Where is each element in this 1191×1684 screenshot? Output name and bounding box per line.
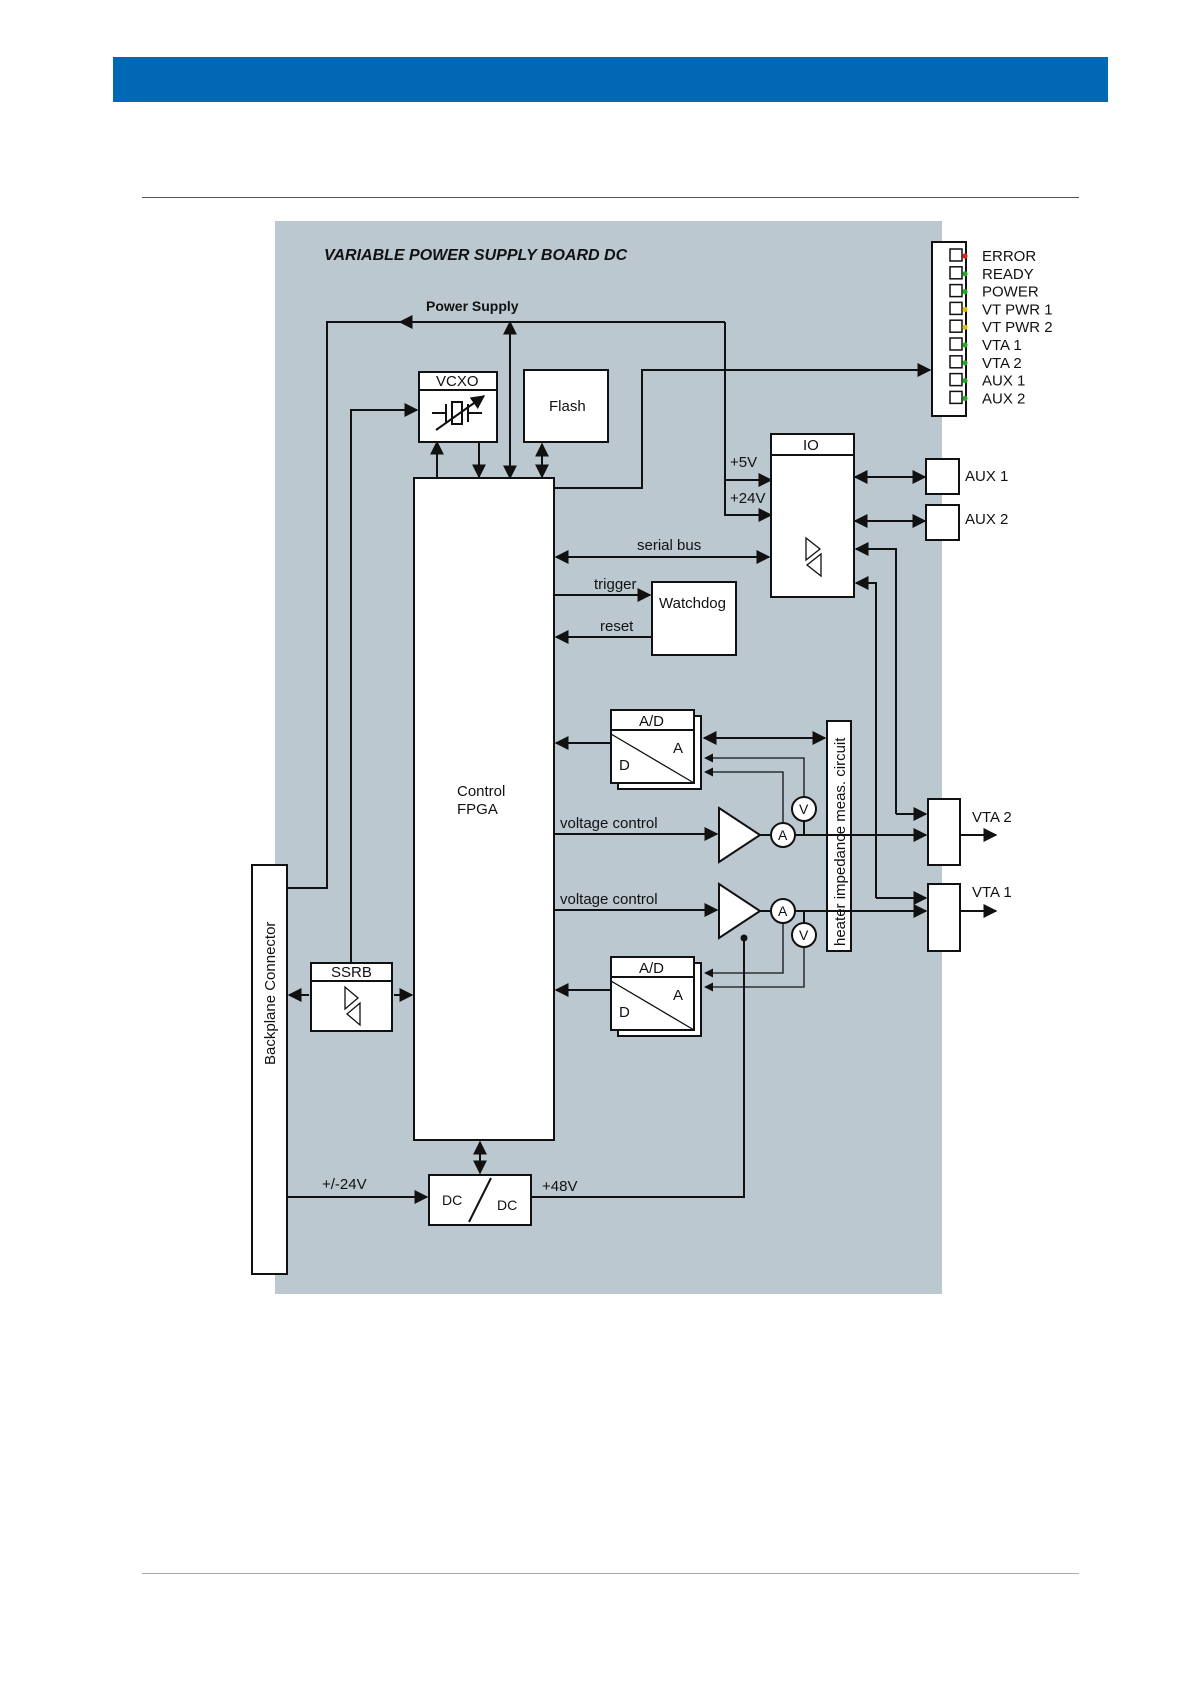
plus48v-line — [531, 938, 745, 1198]
svg-text:A/D: A/D — [639, 960, 664, 977]
led-label-1: ERROR — [982, 248, 1036, 265]
aux2-label: AUX 2 — [965, 511, 1008, 528]
aux1-connector — [925, 458, 960, 495]
led-socket-3 — [949, 283, 963, 298]
led-label-5: VT PWR 2 — [982, 319, 1053, 336]
led-label-9: AUX 2 — [982, 390, 1025, 407]
led-label-4: VT PWR 1 — [982, 301, 1053, 318]
led-socket-8 — [949, 372, 963, 387]
led-indicator-9 — [962, 395, 968, 401]
header-bar — [113, 57, 1108, 102]
led-label-2: READY — [982, 266, 1034, 283]
led-label-8: AUX 1 — [982, 373, 1025, 390]
ad-converter-bottom — [610, 956, 695, 1031]
svg-text:V: V — [799, 801, 809, 817]
vta1-connector — [927, 883, 961, 952]
watchdog-box — [651, 581, 737, 656]
led-label-3: POWER — [982, 284, 1039, 301]
led-socket-6 — [949, 337, 963, 351]
amplifier-2 — [718, 882, 762, 940]
led-label-6: VTA 1 — [982, 337, 1022, 354]
svg-text:A/D: A/D — [639, 713, 664, 730]
svg-text:A: A — [778, 827, 788, 843]
io-driver-icon — [805, 536, 822, 578]
svg-text:V: V — [799, 927, 809, 943]
vta2-label: VTA 2 — [972, 809, 1012, 826]
amplifier-1 — [718, 806, 762, 864]
power-to-io — [724, 322, 773, 522]
heater-circuit-label: heater impedance meas. circuit — [832, 737, 849, 946]
backplane-connector — [251, 864, 288, 1275]
flash-label: Flash — [549, 398, 586, 415]
led-indicator-3 — [962, 289, 968, 295]
trigger-label: trigger — [594, 576, 637, 593]
led-label-7: VTA 2 — [982, 355, 1022, 372]
plus5v-label: +5V — [730, 454, 757, 471]
ssrb-label: SSRB — [331, 964, 372, 981]
led-indicator-6 — [962, 342, 968, 348]
pm24v-label: +/-24V — [322, 1176, 367, 1193]
watchdog-label: Watchdog — [659, 595, 726, 612]
svg-text:D: D — [619, 757, 630, 774]
vcxo-control-line — [350, 403, 419, 966]
ad-converter-top — [610, 709, 695, 784]
top-rule — [142, 197, 1079, 198]
svg-text:D: D — [619, 1004, 630, 1021]
led-socket-2 — [949, 266, 963, 280]
svg-text:A: A — [673, 987, 683, 1004]
ssrb-driver-icon — [344, 985, 361, 1027]
led-socket-5 — [949, 319, 963, 333]
crystal-icon — [432, 395, 486, 431]
voltage-control-label-2: voltage control — [560, 891, 658, 908]
led-socket-4 — [949, 301, 963, 316]
vta1-label: VTA 1 — [972, 884, 1012, 901]
control-fpga-label-1: Control — [457, 783, 505, 800]
backplane-label: Backplane Connector — [262, 922, 279, 1065]
io-box — [770, 433, 855, 598]
led-indicator-4 — [962, 306, 968, 312]
led-socket-9 — [949, 390, 963, 405]
aux2-connector — [925, 504, 960, 541]
led-indicator-8 — [962, 378, 968, 384]
aux1-label: AUX 1 — [965, 468, 1008, 485]
fpga-to-leds — [553, 363, 932, 489]
led-indicator-5 — [962, 324, 968, 330]
led-indicator-1 — [962, 253, 968, 259]
io-label: IO — [803, 437, 819, 454]
ssrb-box — [310, 962, 393, 1032]
vta2-connector — [927, 798, 961, 866]
svg-text:A: A — [673, 740, 683, 757]
svg-text:A: A — [778, 903, 788, 919]
control-fpga-box — [413, 477, 555, 1141]
led-indicator-7 — [962, 360, 968, 366]
voltage-control-label-1: voltage control — [560, 815, 658, 832]
power-supply-label: Power Supply — [426, 298, 519, 314]
svg-text:DC: DC — [442, 1192, 462, 1208]
control-fpga-label-2: FPGA — [457, 801, 498, 818]
vcxo-label: VCXO — [436, 373, 479, 390]
led-socket-1 — [949, 248, 963, 262]
flash-box — [523, 369, 609, 443]
plus48v-label: +48V — [542, 1178, 577, 1195]
board-title: VARIABLE POWER SUPPLY BOARD DC — [324, 247, 628, 264]
led-socket-7 — [949, 355, 963, 369]
bottom-rule — [142, 1573, 1079, 1574]
plus24v-label: +24V — [730, 490, 765, 507]
led-indicator-2 — [962, 271, 968, 277]
serial-bus-label: serial bus — [637, 537, 701, 554]
svg-text:DC: DC — [497, 1197, 517, 1213]
reset-label: reset — [600, 618, 634, 635]
